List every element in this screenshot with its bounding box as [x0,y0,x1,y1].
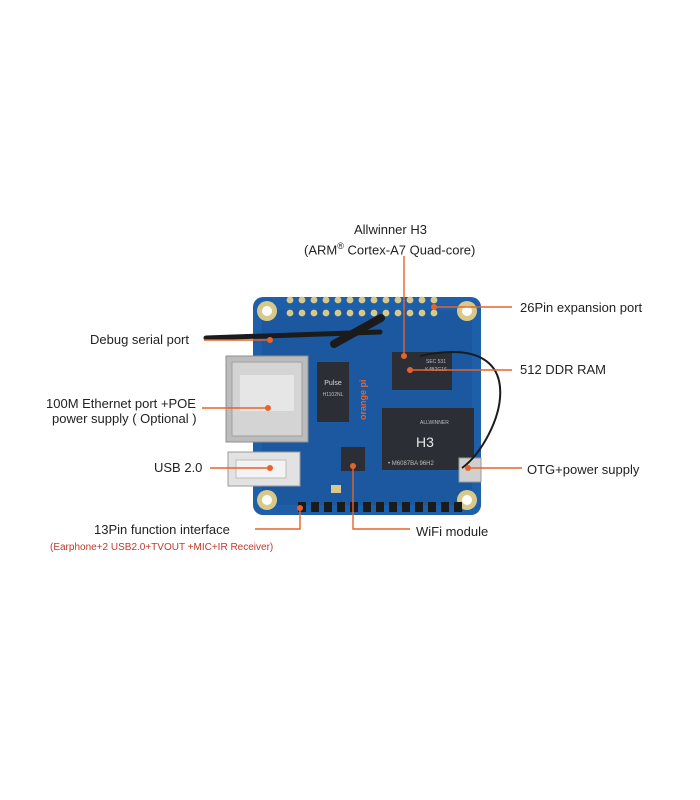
header-pin [298,296,306,304]
header-pin [430,309,438,317]
header-pin [406,309,414,317]
ethernet-label-line1: 100M Ethernet port +POE [46,396,196,411]
wifi-label: WiFi module [416,524,489,539]
usb-label: USB 2.0 [154,460,203,475]
header-pin [346,296,354,304]
header-pin [322,309,330,317]
function-pin [428,502,436,512]
header-pin [370,309,378,317]
soc-label-line2: (ARM® Cortex-A7 Quad-core) [304,238,475,258]
header-pin [322,296,330,304]
ethernet-optional-label: ( Optional ) [132,411,197,426]
header-pin [406,296,414,304]
function-pin [402,502,410,512]
usb-port [227,451,301,487]
function-interface-detail: (Earphone+2 USB2.0+TVOUT +MIC+IR Receive… [50,542,274,553]
expansion-header [286,296,438,317]
wifi-antenna [203,314,502,469]
soc-brand-text: ALLWINNER [420,420,449,426]
function-pin [454,502,462,512]
pulse-name-text: Pulse [324,380,342,387]
soc-label-prefix: (ARM [304,242,338,258]
function-interface-label: 13Pin function interface [94,522,230,537]
registered-mark: ® [337,241,344,251]
soc-label-line1: Allwinner H3 [354,222,427,237]
header-pin [346,309,354,317]
header-pin [286,296,294,304]
header-pin [310,309,318,317]
function-pin [337,502,345,512]
pulse-code-text: H1102NL [323,392,344,398]
header-pin [334,296,342,304]
function-pin [363,502,371,512]
soc-name-text: H3 [416,434,434,450]
debug-serial-label: Debug serial port [90,332,189,347]
function-pin [376,502,384,512]
ram-text: SEC 531 [426,359,446,365]
header-pin [298,309,306,317]
function-pin [311,502,319,512]
function-pin [441,502,449,512]
header-pin [334,309,342,317]
expansion-port-label: 26Pin expansion port [520,300,643,315]
soc-label-suffix: Cortex-A7 Quad-core) [343,242,476,258]
ram-label: 512 DDR RAM [520,362,606,377]
leader-lines [202,256,522,530]
header-pin [394,296,402,304]
header-pin [418,309,426,317]
leader-dots [265,304,471,511]
mounting-holes [257,301,477,510]
function-pin [350,502,358,512]
function-pin [415,502,423,512]
ethernet-label-text: power supply [52,411,129,426]
header-pin [418,296,426,304]
header-pin [358,309,366,317]
header-pin [382,296,390,304]
header-pin [286,309,294,317]
header-pin [394,309,402,317]
function-pin [324,502,332,512]
header-pin [358,296,366,304]
ethernet-label-line2: power supply ( Optional ) [52,411,197,427]
brand-vertical-text: orange pi [358,379,368,420]
soc-code-text: • M6087BA 96H2 [388,461,434,467]
wifi-connector [331,485,341,493]
ram-chip: SEC 531 K4B2G16 [392,352,452,390]
header-pin [382,309,390,317]
function-pin [389,502,397,512]
header-pin [310,296,318,304]
pulse-transformer: Pulse H1102NL [317,362,349,422]
header-pin [430,296,438,304]
ethernet-port [225,355,309,443]
otg-label: OTG+power supply [527,462,640,477]
header-pin [370,296,378,304]
